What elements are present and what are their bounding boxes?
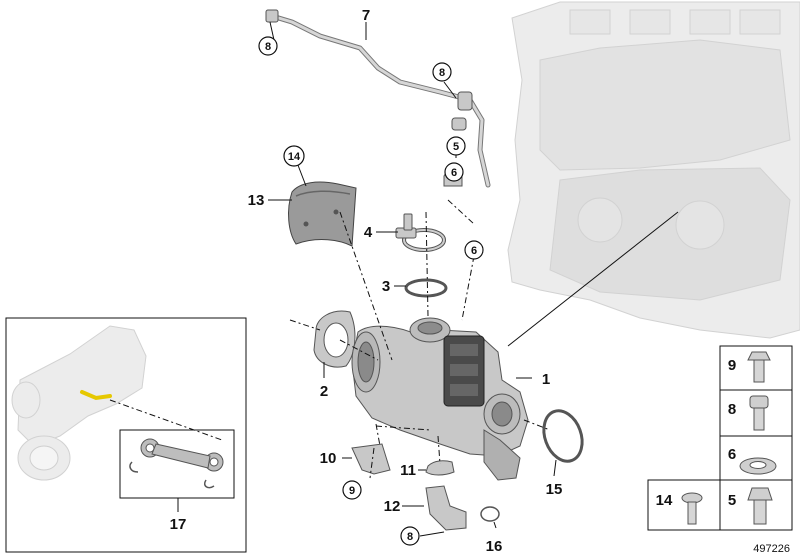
sealing-ring	[404, 278, 448, 298]
callout-1: 1	[542, 371, 550, 388]
parts-legend	[647, 345, 793, 531]
callout-circle-5	[446, 136, 466, 156]
heat-shield	[288, 181, 357, 247]
v-band-clamp	[395, 213, 446, 252]
callout-circle-14	[283, 145, 305, 167]
legend-washer-icon	[739, 457, 777, 475]
callout-circle-8a	[258, 36, 278, 56]
inset-dash-line	[109, 399, 223, 441]
callout-4: 4	[364, 224, 373, 241]
callout-circle-9	[342, 480, 362, 500]
document-id: 497226	[753, 543, 790, 555]
callout-8a: 8	[265, 41, 271, 53]
callout-8b: 8	[439, 67, 445, 79]
callout-9: 9	[349, 485, 355, 497]
callout-10: 10	[320, 450, 337, 467]
connecting-link-part	[129, 438, 224, 489]
callout-6b: 6	[471, 245, 477, 257]
callout-circle-8c	[400, 526, 420, 546]
bracket	[351, 443, 391, 475]
callout-2: 2	[320, 383, 328, 400]
callout-13: 13	[248, 192, 265, 209]
legend-label-6: 6	[728, 446, 736, 463]
callout-8c: 8	[407, 531, 413, 543]
callout-14: 14	[288, 151, 301, 163]
inset-turbo-illustration	[11, 325, 147, 481]
gasket-opening	[323, 322, 349, 358]
turbocharger	[351, 317, 529, 481]
callout-3: 3	[382, 278, 390, 295]
legend-label-5: 5	[728, 492, 736, 509]
callout-circle-6a	[444, 162, 464, 182]
small-gasket	[425, 460, 455, 476]
leader-lines	[268, 21, 679, 537]
callout-16: 16	[486, 538, 503, 555]
legend-screw-icon	[681, 492, 703, 525]
callout-5: 5	[453, 141, 459, 153]
engine-block-illustration	[507, 1, 800, 339]
callout-11: 11	[400, 462, 416, 479]
callout-12: 12	[384, 498, 401, 515]
callout-6a: 6	[451, 167, 457, 179]
callout-17: 17	[170, 516, 187, 533]
callout-7: 7	[362, 7, 370, 24]
callout-circle-6b	[464, 240, 484, 260]
legend-label-9: 9	[728, 357, 736, 374]
detail-subbox	[119, 429, 235, 499]
callout-15: 15	[546, 481, 563, 498]
callout-circle-8b	[432, 62, 452, 82]
detail-inset-frame	[5, 317, 247, 553]
legend-label-8: 8	[728, 401, 736, 418]
outlet-sealing-ring	[542, 409, 584, 463]
legend-hollow-bolt-icon	[747, 487, 773, 525]
legend-label-14: 14	[656, 492, 673, 509]
legend-bolt-torx-icon	[749, 395, 769, 431]
legend-bolt-hex-icon	[747, 351, 771, 383]
oil-return-pipe	[425, 485, 467, 531]
o-ring	[480, 506, 500, 522]
